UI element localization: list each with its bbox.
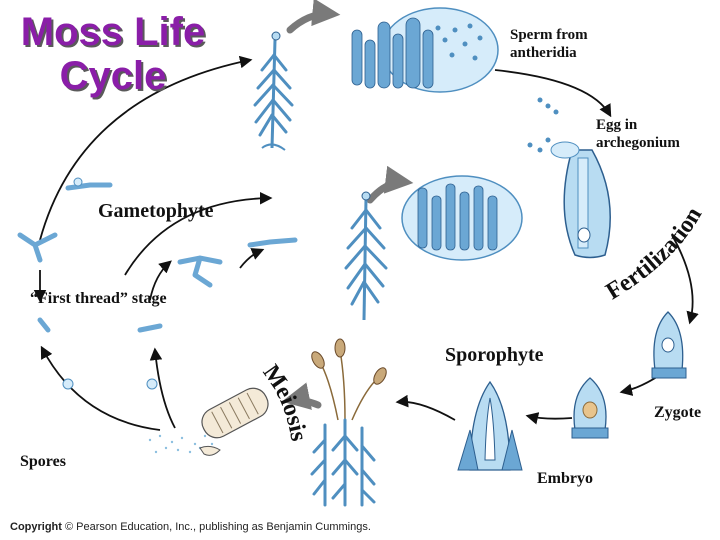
antheridia-illustration — [351, 7, 499, 93]
male-gametophyte-plant — [253, 31, 294, 151]
zygote-illustration — [571, 377, 609, 439]
gametophyte-label: Gametophyte — [98, 200, 214, 222]
mature-sporophyte-plant — [310, 338, 387, 507]
arrow-inner-left-up — [149, 260, 172, 301]
page-title: Moss Life Cycle — [8, 10, 218, 98]
arrow-zygote-to-embryo — [525, 412, 573, 425]
arrow-right-down — [671, 234, 699, 325]
grey-arrow-meiosis — [281, 382, 322, 410]
cycle-arrows — [33, 55, 699, 431]
arrow-spores-left-up — [40, 345, 161, 431]
first-thread-stage-label: “First thread” stage — [30, 290, 167, 307]
egg-label-line-1: Egg in — [596, 117, 638, 133]
archegonia-bubble — [401, 175, 523, 261]
spore-cloud — [148, 434, 214, 454]
sporophyte-label: Sporophyte — [445, 344, 544, 366]
arrow-inner-right — [239, 248, 265, 269]
grey-arrows — [281, 0, 414, 410]
arrow-embryo-to-sporophyte — [395, 394, 456, 421]
arrow-outer-top-left — [39, 55, 253, 241]
grey-arrow-mid — [366, 165, 414, 204]
grey-arrow-top — [286, 0, 341, 34]
embryo-illustration — [457, 380, 523, 471]
copyright-footer: Copyright © Pearson Education, Inc., pub… — [10, 521, 371, 533]
female-gametophyte-plant — [344, 191, 388, 321]
sperm-label-line-1: Sperm from — [510, 27, 588, 43]
spores-label: Spores — [20, 453, 66, 470]
sperm-label-line-2: antheridia — [510, 45, 577, 61]
protonema-filaments — [17, 182, 298, 333]
sperm-label: Sperm from antheridia — [510, 26, 588, 62]
egg-label: Egg in archegonium — [596, 116, 680, 152]
egg-label-line-2: archegonium — [596, 135, 680, 151]
arrow-outer-top-right — [494, 69, 612, 118]
title-line-2: Cycle — [59, 54, 167, 98]
embryo-label: Embryo — [537, 470, 593, 487]
sperm-cells — [527, 97, 559, 153]
arrow-inner-top — [124, 191, 273, 276]
sporangium-capsule — [199, 387, 269, 456]
zygote-label: Zygote — [654, 404, 702, 421]
spore-dots — [62, 177, 158, 390]
young-sporophyte-illustration — [651, 311, 687, 379]
archegonium-illustration — [550, 141, 611, 259]
copyright-text: © Pearson Education, Inc., publishing as… — [65, 521, 371, 533]
arrow-spores-mid-up — [149, 347, 176, 429]
copyright-word: Copyright — [10, 521, 62, 533]
title-line-1: Moss Life — [20, 10, 206, 54]
